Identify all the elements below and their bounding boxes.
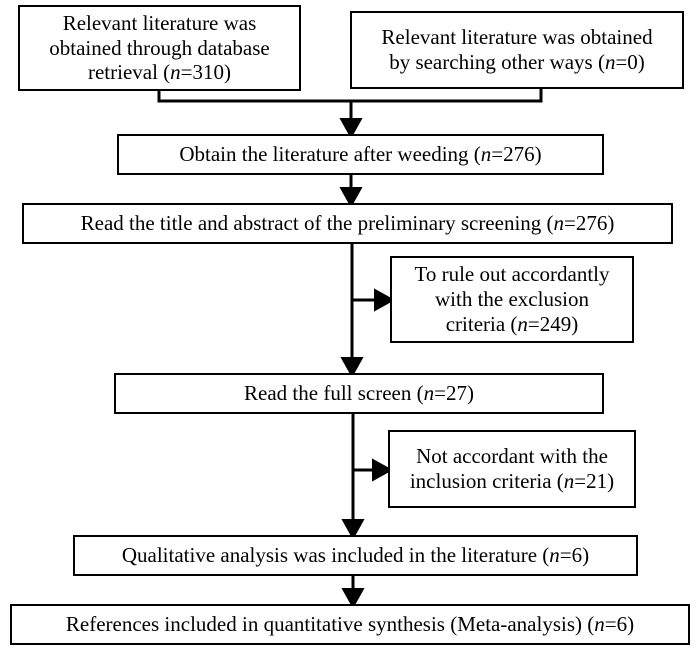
- node-title-abstract-screening-label: Read the title and abstract of the preli…: [80, 211, 615, 236]
- node-quantitative-synthesis-label: References included in quantitative synt…: [65, 612, 635, 637]
- node-full-text-read: Read the full screen (n=27): [114, 373, 604, 414]
- node-title-abstract-screening: Read the title and abstract of the preli…: [22, 203, 673, 244]
- connector-sources-merge: [157, 89, 543, 139]
- node-after-weeding-label: Obtain the literature after weeding (n=2…: [179, 142, 542, 167]
- connector-screening-to-exclusion: [350, 244, 395, 367]
- node-qualitative-analysis: Qualitative analysis was included in the…: [73, 535, 638, 576]
- node-full-text-read-label: Read the full screen (n=27): [244, 381, 474, 406]
- node-after-weeding: Obtain the literature after weeding (n=2…: [117, 134, 604, 175]
- connector-fulltext-to-inclusion: [351, 414, 393, 529]
- node-quantitative-synthesis: References included in quantitative synt…: [10, 604, 690, 645]
- node-qualitative-analysis-label: Qualitative analysis was included in the…: [121, 543, 590, 568]
